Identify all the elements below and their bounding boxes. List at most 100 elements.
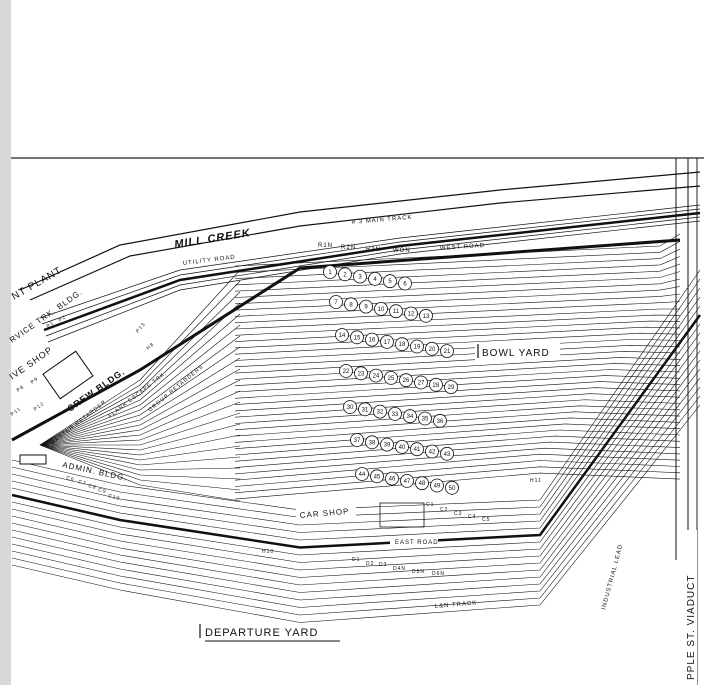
track-number-bubble: 12 xyxy=(404,306,418,321)
bubble-number: 23 xyxy=(358,371,365,377)
throat-track xyxy=(39,335,241,446)
bubble-number: 1 xyxy=(328,270,332,276)
departure-track xyxy=(11,368,701,593)
mill-creek-bank xyxy=(19,171,701,291)
bubble-number: 32 xyxy=(377,410,384,416)
track-number-bubble: 1 xyxy=(323,265,337,279)
throat-track xyxy=(39,269,241,446)
track-number-bubble: 33 xyxy=(388,406,402,421)
bubble-number: 42 xyxy=(429,450,436,456)
bubble-number: 5 xyxy=(388,279,392,285)
throat-track xyxy=(39,390,241,446)
track-number-bubble: 16 xyxy=(365,332,379,347)
throat-track xyxy=(39,368,241,446)
label-industrial-lead: INDUSTRIAL LEAD xyxy=(601,543,624,610)
bubble-number: 20 xyxy=(429,347,436,353)
label-c8: C8 xyxy=(87,483,97,491)
label-c3: C3 xyxy=(454,511,462,517)
bubble-number: 16 xyxy=(369,338,376,344)
track-number-bubble: 17 xyxy=(380,334,394,349)
label-east-road: EAST ROAD xyxy=(395,540,439,546)
bubble-number: 9 xyxy=(364,305,368,311)
throat-track xyxy=(39,291,241,446)
bowl-track xyxy=(234,326,681,349)
label-c4: C4 xyxy=(468,514,476,520)
east-road-label-bg xyxy=(390,537,438,547)
throat-track xyxy=(39,444,241,466)
throat-track xyxy=(39,444,241,461)
track-number-bubble: 45 xyxy=(370,469,384,484)
label-d4n: D4N xyxy=(393,566,406,572)
bubble-number: 22 xyxy=(343,369,350,375)
track-number-bubble: 34 xyxy=(403,409,417,424)
label-p11: P11 xyxy=(10,406,23,418)
label-d2: D2 xyxy=(366,561,374,567)
track-number-bubble: 25 xyxy=(384,370,398,385)
label-c9: C9 xyxy=(97,487,107,495)
track-number-bubble: 48 xyxy=(415,476,429,491)
throat-track xyxy=(39,434,241,456)
main-track xyxy=(39,204,701,319)
label-c6: C6 xyxy=(65,475,75,483)
bubble-number: 49 xyxy=(434,484,441,490)
bubble-number: 6 xyxy=(403,282,407,288)
bowl-track xyxy=(234,453,681,481)
label-d6n: D6N xyxy=(432,571,445,577)
track-number-bubble: 10 xyxy=(374,301,388,316)
label-d5n: D5N xyxy=(412,569,425,575)
bubble-number: 19 xyxy=(414,345,421,351)
bowl-track xyxy=(234,248,681,279)
track-number-bubble: 19 xyxy=(410,339,424,354)
bowl-track xyxy=(234,441,681,468)
throat-track xyxy=(39,401,241,446)
bubble-number: 25 xyxy=(388,376,395,382)
track-number-bubble: 26 xyxy=(399,373,413,388)
departure-track xyxy=(11,296,701,533)
departure-track xyxy=(11,377,701,601)
track-number-bubble: 20 xyxy=(425,341,439,356)
track-lines xyxy=(11,158,702,685)
bowl-track xyxy=(234,271,681,298)
departure-track xyxy=(11,350,701,578)
track-number-bubble: 22 xyxy=(339,364,353,378)
bubble-number: 3 xyxy=(358,275,362,281)
bubble-number: 40 xyxy=(399,445,406,451)
bowl-track xyxy=(234,466,681,494)
departure-track xyxy=(11,332,701,563)
label-p9: P9 xyxy=(30,376,40,386)
bubble-number: 17 xyxy=(384,340,391,346)
bubble-number: 34 xyxy=(407,414,414,420)
track-number-bubble: 46 xyxy=(385,471,399,486)
bubble-number: 8 xyxy=(349,302,353,308)
bubble-number: 13 xyxy=(423,314,430,320)
label-r3n: R3N xyxy=(366,247,381,253)
bubble-number: 37 xyxy=(354,438,361,444)
label-c7: C7 xyxy=(77,479,87,487)
bubble-number: 14 xyxy=(339,333,346,339)
track-number-bubble: 44 xyxy=(355,467,369,481)
track-number-bubble: 38 xyxy=(365,435,379,450)
label-p2: P2 xyxy=(58,314,68,324)
label-utility-road: UTILITY ROAD xyxy=(183,255,237,267)
label-lbn-track: L&N TRACK xyxy=(435,600,478,610)
track-number-bubble: 41 xyxy=(410,442,424,457)
bubble-number: 35 xyxy=(422,417,429,423)
track-number-bubble: 5 xyxy=(383,274,397,289)
departure-track xyxy=(11,287,701,526)
departure-track xyxy=(11,341,701,571)
departure-track xyxy=(11,386,701,608)
label-car-shop: CAR SHOP xyxy=(299,507,349,520)
throat-track xyxy=(39,346,241,446)
bubble-number: 48 xyxy=(419,481,426,487)
label-h8: H8 xyxy=(145,342,155,352)
bubble-number: 11 xyxy=(393,309,400,315)
departure-track xyxy=(11,305,701,541)
label-p8: P8 xyxy=(16,384,26,394)
bubble-number: 41 xyxy=(414,447,421,453)
bowl-track xyxy=(234,241,681,273)
bubble-number: 46 xyxy=(389,477,396,483)
bowl-track xyxy=(234,447,681,475)
bubble-number: 45 xyxy=(374,474,381,480)
shop-bldg-shape xyxy=(42,350,94,400)
